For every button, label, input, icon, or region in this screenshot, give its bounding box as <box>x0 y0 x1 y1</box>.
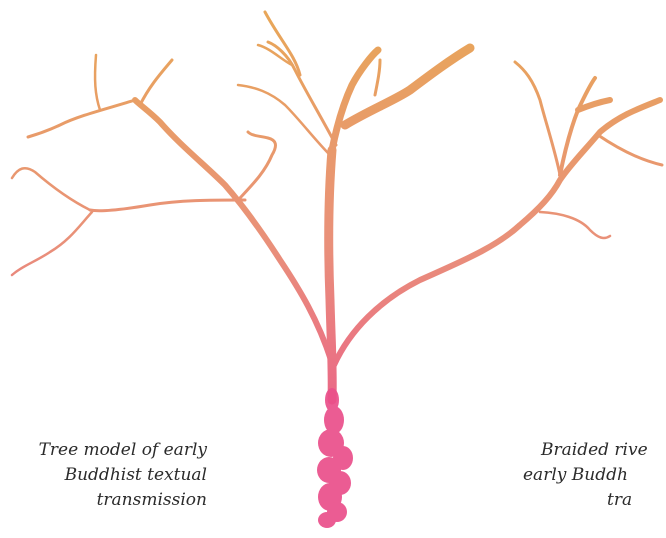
center-stem <box>332 50 378 150</box>
left-twig-low <box>12 168 90 210</box>
left-twig-bottom <box>12 212 92 275</box>
root-blobs <box>317 388 353 528</box>
center-twig-e <box>375 60 380 95</box>
right-branch <box>334 100 660 365</box>
center-twig-d <box>238 85 330 155</box>
caption-braided-river: Braided rive early Buddh tra <box>541 438 648 513</box>
center-branch-thick <box>345 48 470 125</box>
caption-river-line2: early Buddh <box>523 463 648 488</box>
left-twig-top2 <box>95 55 100 110</box>
left-twig-top <box>28 100 135 137</box>
caption-river-line3: tra <box>607 488 648 513</box>
right-twig-right <box>598 135 662 165</box>
caption-tree-line2: Buddhist textual <box>39 463 207 488</box>
right-twig-left <box>515 62 560 175</box>
left-twig-hook <box>240 132 275 198</box>
caption-tree-model: Tree model of early Buddhist textual tra… <box>39 438 207 513</box>
left-twig-mid <box>90 200 245 211</box>
caption-river-line1: Braided rive <box>541 438 648 463</box>
caption-tree-line3: transmission <box>39 488 207 513</box>
left-branch <box>135 100 331 360</box>
left-twig-upper <box>140 60 172 105</box>
right-twig-low <box>540 212 610 238</box>
caption-tree-line1: Tree model of early <box>39 438 207 463</box>
